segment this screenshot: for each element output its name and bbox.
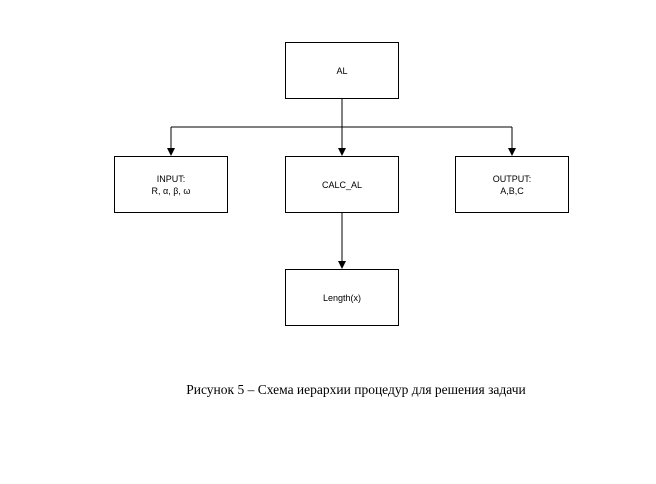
node-input: INPUT: R, α, β, ω — [114, 156, 228, 213]
node-calc-al: CALC_AL — [285, 156, 399, 213]
node-calc-al-label: CALC_AL — [321, 179, 363, 190]
node-output-values: A,B,C — [500, 185, 524, 196]
node-length-label: Length(x) — [322, 292, 362, 303]
node-length: Length(x) — [285, 269, 399, 326]
node-output: OUTPUT: A,B,C — [455, 156, 569, 213]
node-al: AL — [285, 42, 399, 99]
node-output-title: OUTPUT: — [492, 173, 532, 184]
node-input-params: R, α, β, ω — [151, 185, 191, 196]
figure-caption: Рисунок 5 – Схема иерархии процедур для … — [186, 382, 526, 397]
node-al-label: AL — [336, 65, 348, 76]
node-input-title: INPUT: — [156, 173, 186, 184]
